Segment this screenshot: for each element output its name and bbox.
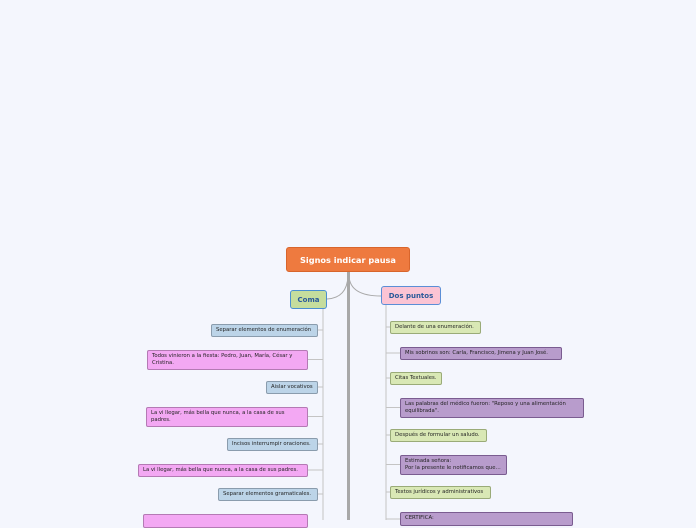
left-subtopic-6[interactable]: La vi llegar, más bella que nunca, a la … bbox=[138, 464, 308, 477]
left-subtopic-2[interactable]: Todos vinieron a la fiesta: Pedro, Juan,… bbox=[147, 350, 308, 370]
left-subtopic-7[interactable]: Separar elementos gramaticales. bbox=[218, 488, 318, 501]
left-subtopic-1[interactable]: Separar elementos de enumeración bbox=[211, 324, 318, 337]
left-subtopic-3[interactable]: Aislar vocativos bbox=[266, 381, 318, 394]
right-subtopic-8[interactable]: CERTIFICA: bbox=[400, 512, 573, 526]
right-subtopic-7[interactable]: Textos jurídicos y administrativos bbox=[390, 486, 491, 499]
central-topic[interactable]: Signos indicar pausa bbox=[286, 247, 410, 272]
left-subtopic-4[interactable]: La vi llegar, más bella que nunca, a la … bbox=[146, 407, 308, 427]
right-subtopic-2[interactable]: Mis sobrinos son: Carla, Francisco, Jime… bbox=[400, 347, 562, 360]
left-subtopic-8[interactable] bbox=[143, 514, 308, 528]
branch-coma[interactable]: Coma bbox=[290, 290, 327, 309]
trunk-line bbox=[347, 272, 350, 520]
connector-to-dos-puntos bbox=[348, 275, 382, 297]
left-subtopic-5[interactable]: Incisos interrumpir oraciones. bbox=[227, 438, 318, 451]
right-subtopic-6[interactable]: Estimada señora: Por la presente le noti… bbox=[400, 455, 507, 475]
right-subtopic-5[interactable]: Después de formular un saludo. bbox=[390, 429, 487, 442]
right-subtopic-1[interactable]: Delante de una enumeración. bbox=[390, 321, 481, 334]
connector-to-coma bbox=[326, 275, 349, 300]
right-subtopic-3[interactable]: Citas Textuales. bbox=[390, 372, 442, 385]
right-subtopic-4[interactable]: Las palabras del médico fueron: "Reposo … bbox=[400, 398, 584, 418]
branch-dos-puntos[interactable]: Dos puntos bbox=[381, 286, 441, 305]
